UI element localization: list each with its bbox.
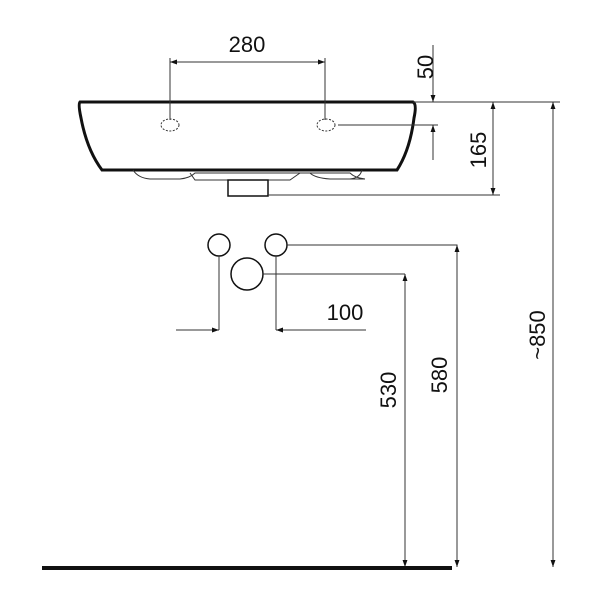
dim-label-580: 580: [427, 357, 452, 394]
basin-side-view: [77, 100, 417, 197]
dim-label-165: 165: [466, 132, 491, 169]
dim-label-100: 100: [327, 300, 364, 325]
dim-label-50: 50: [413, 55, 438, 79]
dim-label-530: 530: [376, 372, 401, 409]
dimension-50: 50: [338, 45, 560, 160]
tap-hole-left: [160, 118, 180, 132]
dim-label-280: 280: [229, 32, 266, 57]
waste-connection: [230, 257, 264, 291]
waste-outlet: [227, 179, 269, 197]
tap-hole-right: [316, 118, 336, 132]
supply-right: [264, 233, 288, 257]
dim-label-850: ~850: [525, 310, 550, 360]
dimension-580: 580: [287, 244, 460, 567]
dimension-165: 165: [268, 102, 500, 196]
supply-left: [207, 233, 231, 257]
dimension-850: ~850: [525, 102, 556, 567]
dimension-530: 530: [263, 273, 408, 567]
dimension-100: 100: [176, 256, 366, 333]
dimension-280: 280: [169, 32, 326, 120]
wall-connections: [207, 233, 288, 291]
